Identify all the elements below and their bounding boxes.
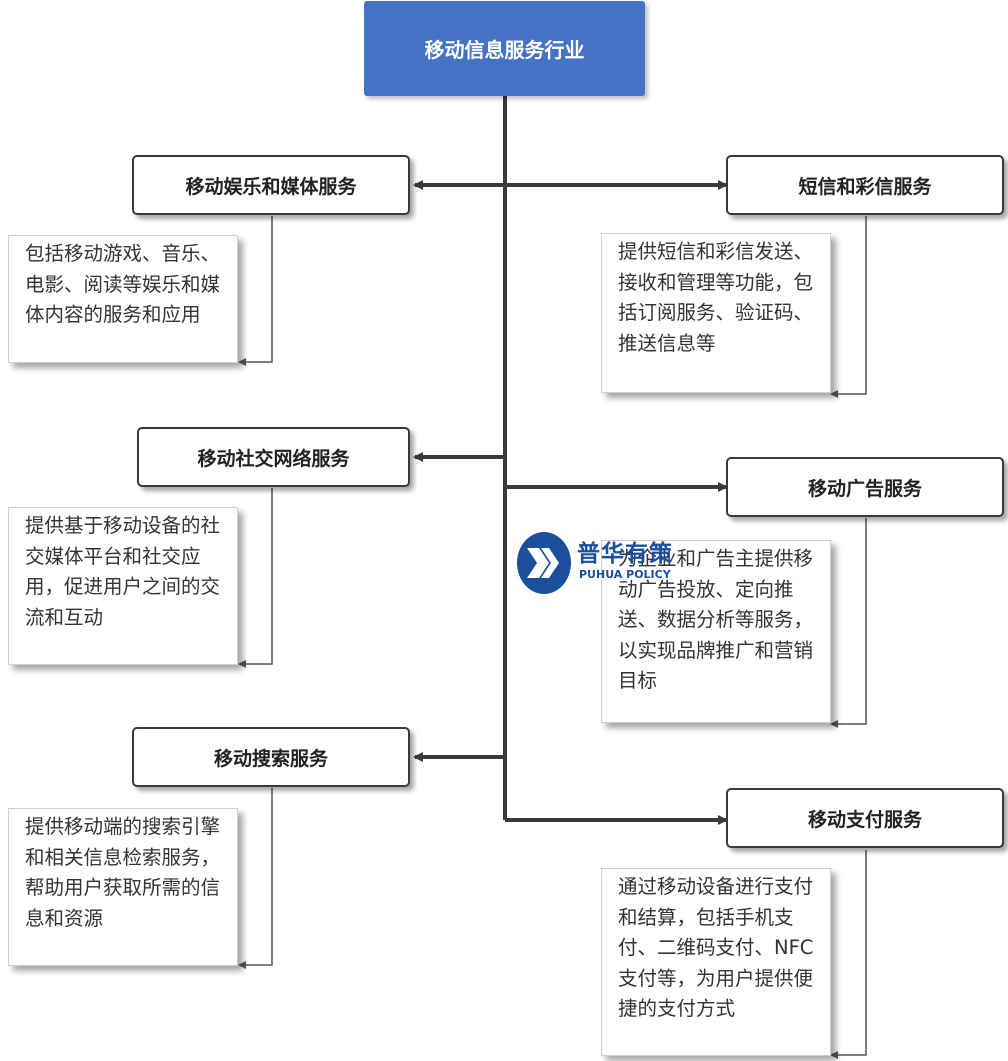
elbow-social <box>238 488 273 668</box>
watermark-logo: 普华有策 PUHUA POLICY <box>515 530 675 596</box>
logo-chinese-name: 普华有策 <box>577 541 673 567</box>
search-service-title: 移动搜索服务 <box>213 747 328 770</box>
root-node: 移动信息服务行业 <box>364 1 645 96</box>
entertainment-service-description: 包括移动游戏、音乐、电影、阅读等娱乐和媒体内容的服务和应用 <box>8 235 238 363</box>
social-service-node: 移动社交网络服务 <box>137 427 410 487</box>
social-service-title: 移动社交网络服务 <box>197 447 350 470</box>
social-service-description: 提供基于移动设备的社交媒体平台和社交应用，促进用户之间的交流和互动 <box>8 507 238 665</box>
payment-service-description: 通过移动设备进行支付和结算，包括手机支付、二维码支付、NFC支付等，为用户提供便… <box>601 868 831 1056</box>
advertising-service-title: 移动广告服务 <box>807 477 922 500</box>
payment-service-node: 移动支付服务 <box>726 788 1004 848</box>
elbow-search <box>238 788 273 969</box>
logo-english-name: PUHUA POLICY <box>579 568 671 581</box>
search-service-node: 移动搜索服务 <box>132 727 410 787</box>
entertainment-service-title: 移动娱乐和媒体服务 <box>185 175 357 198</box>
elbow-advertising <box>830 518 867 728</box>
elbow-entertainment <box>238 216 273 366</box>
logo-mark-icon <box>517 532 571 594</box>
advertising-service-node: 移动广告服务 <box>726 457 1004 517</box>
payment-service-title: 移动支付服务 <box>807 808 922 831</box>
root-title: 移动信息服务行业 <box>424 38 585 62</box>
elbow-sms <box>830 216 867 398</box>
sms-service-description: 提供短信和彩信发送、接收和管理等功能，包括订阅服务、验证码、推送信息等 <box>601 233 831 393</box>
sms-service-title: 短信和彩信服务 <box>798 175 932 198</box>
search-service-description: 提供移动端的搜索引擎和相关信息检索服务，帮助用户获取所需的信息和资源 <box>8 808 238 966</box>
entertainment-service-node: 移动娱乐和媒体服务 <box>132 155 410 215</box>
elbow-payment <box>830 850 867 1059</box>
sms-service-node: 短信和彩信服务 <box>726 155 1004 215</box>
advertising-service-description: 为企业和广告主提供移动广告投放、定向推送、数据分析等服务，以实现品牌推广和营销目… <box>601 540 831 723</box>
